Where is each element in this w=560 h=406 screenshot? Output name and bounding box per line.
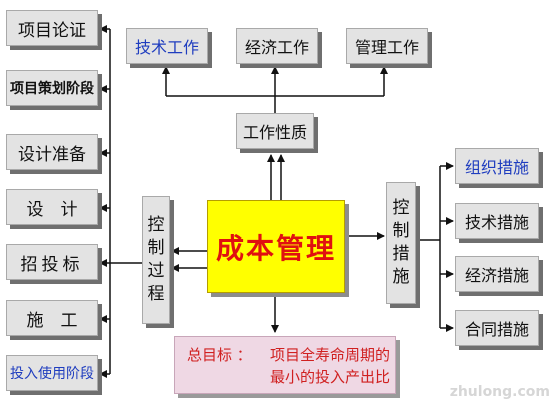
watermark-text: zhulong.com <box>449 384 550 400</box>
stage-design-preparation: 设计准备 <box>6 134 98 170</box>
goal-line-1: 项目全寿命周期的 <box>270 346 391 364</box>
process-char: 过 <box>147 261 165 281</box>
goal-line-2: 最小的投入产出比 <box>270 368 391 386</box>
top-item-technical-work: 技术工作 <box>126 28 208 64</box>
cost-management-box: 成本管理 <box>207 200 345 293</box>
overall-goal-box: 总目标 ： 项目全寿命周期的 最小的投入产出比 <box>174 336 396 394</box>
work-nature-box: 工作性质 <box>236 113 314 149</box>
stage-construction: 施 工 <box>6 300 98 336</box>
measure-economic: 经济措施 <box>455 256 539 292</box>
stage-project-planning: 项目策划阶段 <box>6 70 98 106</box>
stage-bidding: 招投标 <box>6 244 98 280</box>
measures-char: 制 <box>392 221 410 242</box>
stage-project-demonstration: 项目论证 <box>6 10 98 46</box>
measure-technical: 技术措施 <box>455 203 539 239</box>
process-char: 程 <box>147 283 165 304</box>
process-char: 制 <box>147 238 165 259</box>
top-item-economic-work: 经济工作 <box>236 28 318 64</box>
stage-design: 设 计 <box>6 189 98 225</box>
measures-char: 施 <box>392 266 410 287</box>
process-char: 控 <box>147 215 165 236</box>
measures-char: 控 <box>392 198 410 219</box>
control-measures-box: 控 制 措 施 <box>386 182 416 304</box>
control-process-box: 控 制 过 程 <box>142 196 170 324</box>
stage-operation: 投入使用阶段 <box>6 355 98 391</box>
measure-contract: 合同措施 <box>455 310 539 346</box>
goal-label: 总目标 ： <box>187 346 252 364</box>
measure-organizational: 组织措施 <box>455 148 539 184</box>
top-item-management-work: 管理工作 <box>346 28 428 64</box>
measures-char: 措 <box>392 244 410 264</box>
